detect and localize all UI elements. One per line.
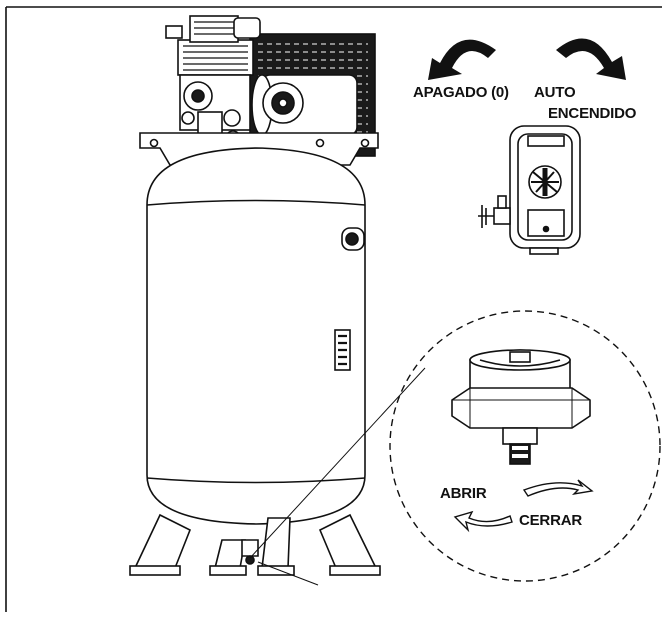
label-open: ABRIR xyxy=(440,485,487,502)
frame-border xyxy=(5,6,662,612)
drain-valve-detail xyxy=(451,349,591,465)
label-close: CERRAR xyxy=(519,512,582,529)
label-on: ENCENDIDO xyxy=(548,105,637,122)
drain-valve-zoom-circle xyxy=(389,310,661,582)
label-auto: AUTO xyxy=(534,84,576,101)
tank-leg-right xyxy=(318,513,378,569)
zoom-leader-lines xyxy=(249,367,426,586)
tank-leg-center-left xyxy=(213,539,246,569)
air-tank xyxy=(146,147,366,525)
drain-valve xyxy=(241,539,259,557)
air-compressor xyxy=(129,15,381,576)
pressure-switch-detail xyxy=(478,125,581,255)
arrow-open-icon xyxy=(522,479,594,497)
tank-leg-center-right xyxy=(261,517,291,569)
arrow-close-icon xyxy=(453,510,513,533)
tank-leg-left xyxy=(133,513,192,569)
rotation-arrow-off-icon xyxy=(428,39,496,80)
rotation-arrow-on-icon xyxy=(556,38,626,80)
label-off: APAGADO (0) xyxy=(413,84,509,101)
